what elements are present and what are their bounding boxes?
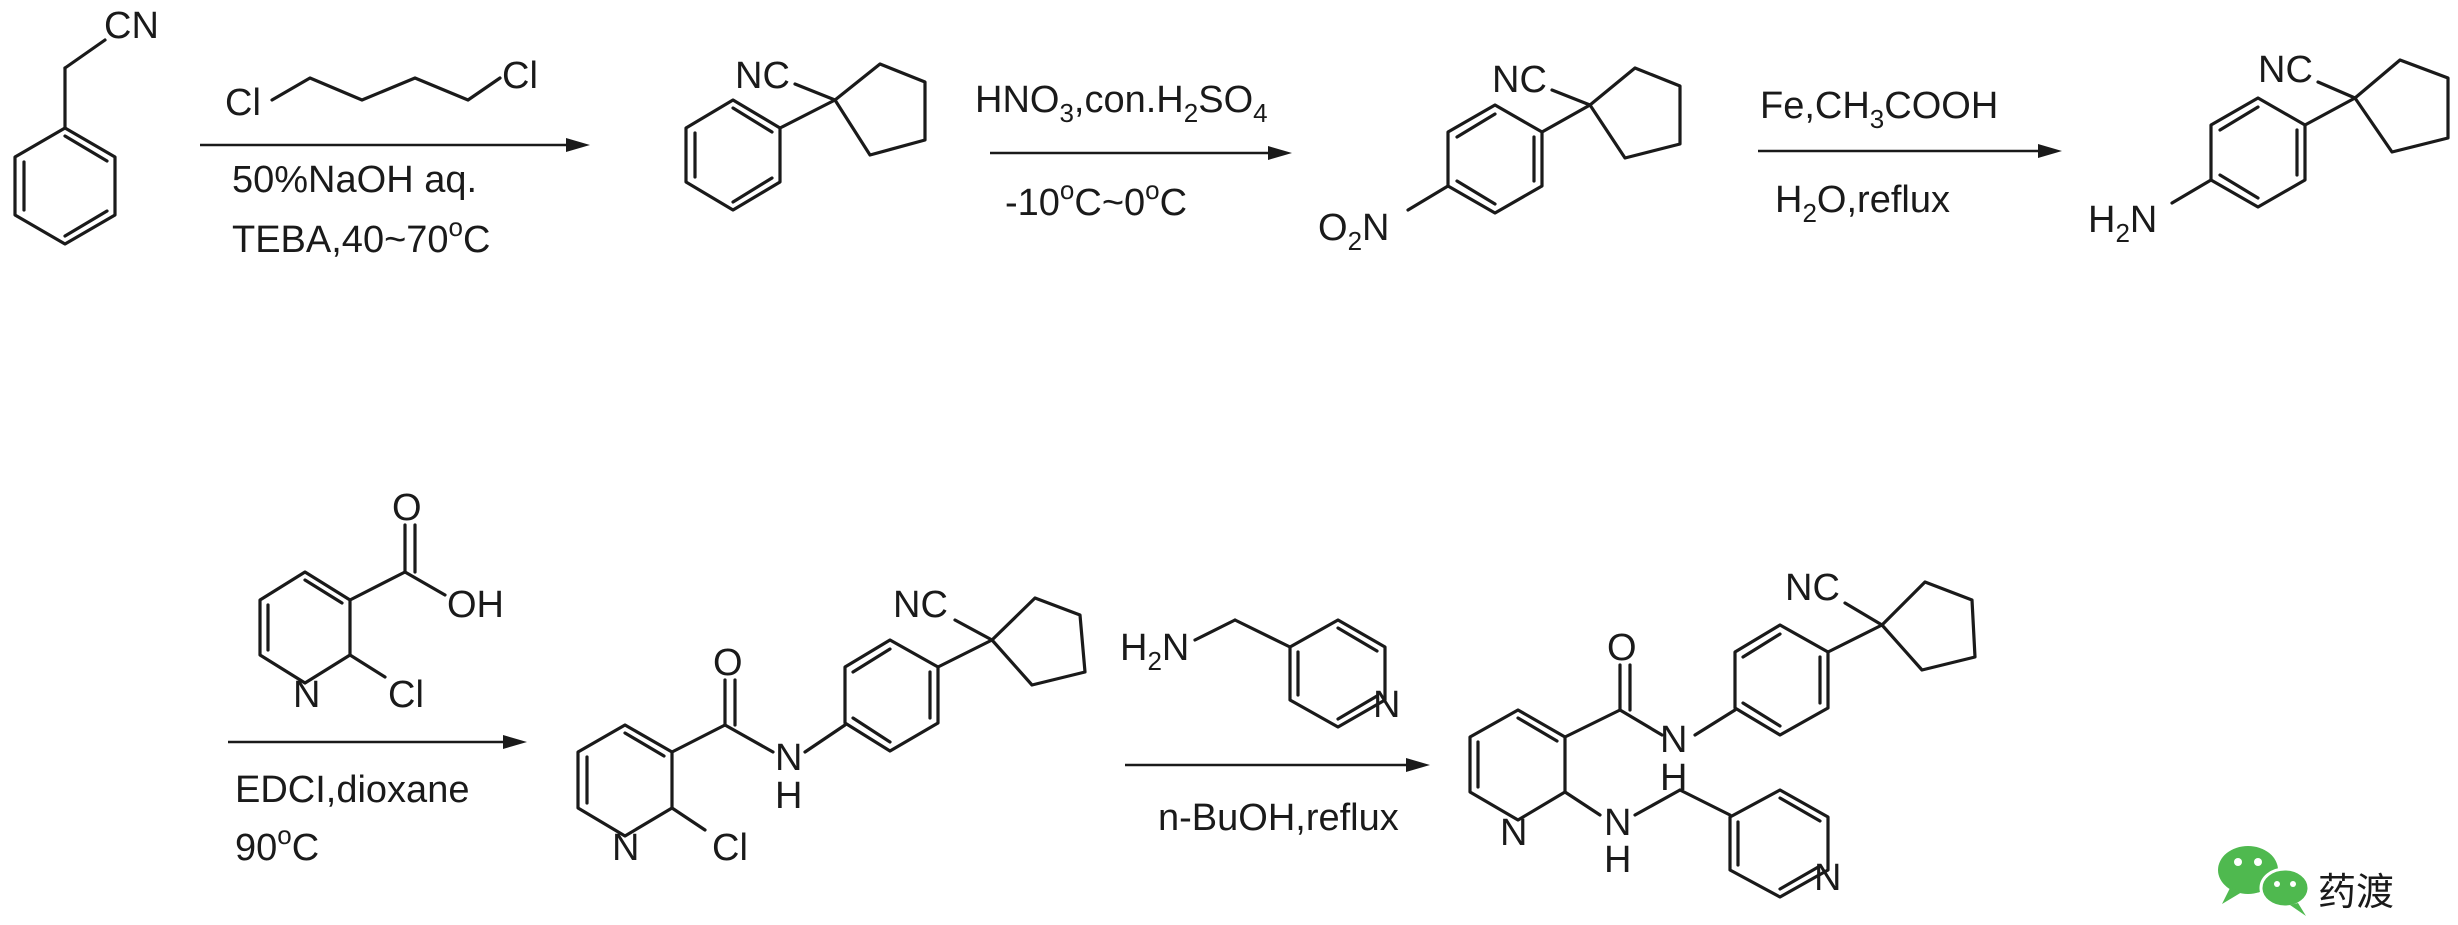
wechat-icon	[2218, 846, 2311, 916]
atom-label-n-pyridine: N	[1500, 812, 1527, 854]
compound-final-product: O N H NC N N H N	[1468, 567, 1977, 899]
atom-label-nh2: H2N	[2088, 199, 2157, 248]
step1-conditions-line2: TEBA,40~70oC	[232, 212, 490, 261]
atom-label-n-amide: N	[1660, 719, 1687, 761]
step1-conditions-line1: 50%NaOH aq.	[232, 159, 477, 201]
atom-label-o: O	[1607, 627, 1637, 669]
atom-label-n-pyridine-2: N	[1814, 857, 1841, 899]
atom-label-n-pyridine: N	[1373, 684, 1400, 726]
step2-reagent: HNO3,con.H2SO4	[975, 79, 1268, 128]
step3-conditions: H2O,reflux	[1775, 179, 1950, 228]
atom-label-n-amine: N	[1604, 802, 1631, 844]
atom-label-o: O	[392, 487, 422, 529]
reagent-4-picolylamine: H2N N	[1120, 618, 1400, 729]
reagent-2-chloronicotinic-acid: O OH N Cl	[258, 487, 504, 716]
step5-conditions: n-BuOH,reflux	[1158, 797, 1399, 839]
atom-label-n: N	[293, 674, 320, 716]
atom-label-nc: NC	[2258, 49, 2313, 91]
atom-label-cl: Cl	[712, 827, 748, 869]
logo-text: 药渡	[2318, 872, 2394, 914]
atom-label-h-amine: H	[1604, 839, 1631, 881]
atom-label-o: O	[713, 642, 743, 684]
compound-aminophenyl-cyclopentane-carbonitrile: NC H2N	[2088, 49, 2450, 248]
reagent-cl-left: Cl	[225, 82, 261, 124]
atom-label-no2: O2N	[1318, 207, 1389, 256]
atom-label-nc: NC	[735, 55, 790, 97]
atom-label-nc: NC	[1785, 567, 1840, 609]
compound-phenylcyclopentane-carbonitrile: NC	[684, 55, 927, 212]
atom-label-n-amide: N	[775, 737, 802, 779]
compound-nitrophenyl-cyclopentane-carbonitrile: NC O2N	[1318, 59, 1682, 256]
atom-label-nc: NC	[1492, 59, 1547, 101]
atom-label-n-pyridine: N	[612, 827, 639, 869]
atom-label-h-amide: H	[775, 775, 802, 817]
watermark-logo: 药渡	[2218, 846, 2394, 916]
step4-conditions-line1: EDCI,dioxane	[235, 769, 469, 811]
step2-conditions: -10oC~0oC	[1005, 175, 1187, 224]
atom-label-h2n: H2N	[1120, 627, 1189, 676]
atom-label-cn: CN	[104, 5, 159, 47]
reaction-step-5: H2N N n-BuOH,reflux	[1120, 618, 1430, 839]
step4-conditions-line2: 90oC	[235, 820, 319, 869]
reaction-step-1: Cl Cl 50%NaOH aq. TEBA,40~70oC	[200, 55, 590, 261]
compound-chloronicotinamide-intermediate: O N H N Cl NC	[576, 584, 1087, 869]
atom-label-nc: NC	[893, 584, 948, 626]
reaction-step-2: HNO3,con.H2SO4 -10oC~0oC	[975, 79, 1292, 224]
compound-benzyl-cyanide: CN	[13, 5, 159, 246]
atom-label-cl: Cl	[388, 674, 424, 716]
reagent-cl-right: Cl	[502, 55, 538, 97]
atom-label-oh: OH	[447, 584, 504, 626]
step3-reagent: Fe,CH3COOH	[1760, 85, 1998, 134]
reaction-step-3: Fe,CH3COOH H2O,reflux	[1758, 85, 2062, 228]
reaction-step-4: O OH N Cl EDCI,dioxane 90oC	[228, 487, 527, 869]
